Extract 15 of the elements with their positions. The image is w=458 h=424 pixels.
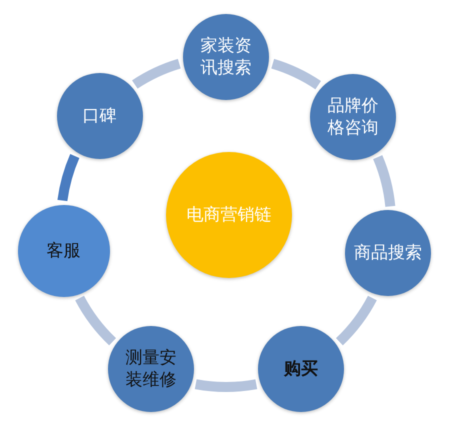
circle-label: 商品搜索 [352,242,423,265]
circle-label: 购买 [282,358,319,380]
circle-label: 品牌价格咨询 [326,94,380,139]
circle-label: 电商营销链 [186,204,272,226]
ring-connector [57,154,80,202]
circle-label: 客服 [46,240,82,262]
ring-connector [75,296,116,346]
ring-connector [132,58,181,89]
ring-connector [373,155,396,208]
ring-connector [336,296,377,346]
ring-connector [195,379,257,392]
circle-label: 家装资讯搜索 [200,34,252,80]
ring-connector [271,58,321,90]
circle-label: 测量安装维修 [124,346,178,392]
circle-label: 口碑 [82,104,118,127]
